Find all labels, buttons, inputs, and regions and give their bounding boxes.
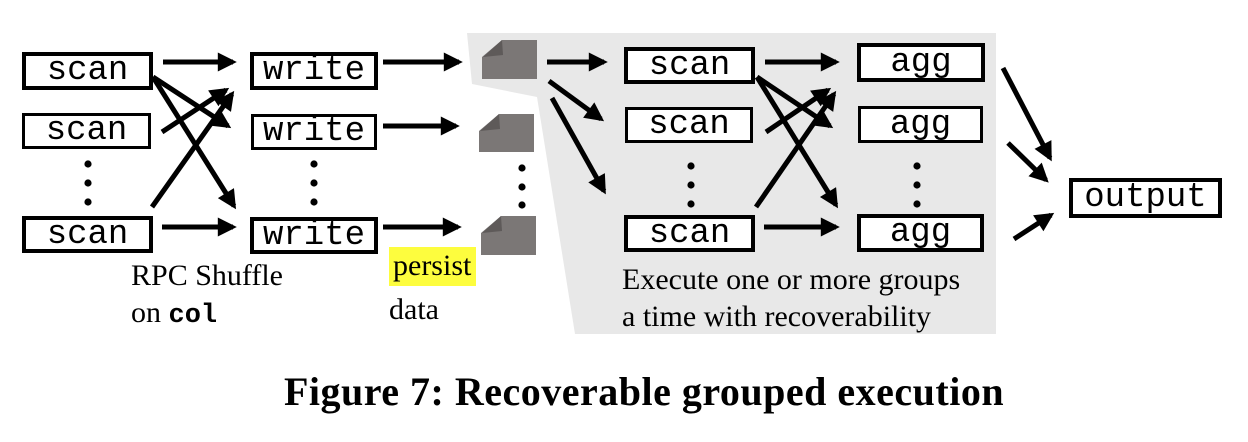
stage2-scan-node-1: scan [624, 47, 755, 84]
arrow-scan3-write1 [149, 90, 235, 209]
arrow-edges [149, 52, 1055, 242]
rpc-shuffle-line2: on col [131, 294, 283, 335]
rpc-shuffle-note: RPC Shuffle on col [131, 257, 283, 335]
group-execution-note: Execute one or more groups a time with r… [622, 261, 960, 335]
persist-note: persist data [389, 247, 477, 328]
agg-node-3: agg [857, 214, 984, 252]
write-node-1: write [250, 52, 378, 90]
arrow-scan2-write1 [160, 87, 230, 135]
arrow-agg3-output [1012, 212, 1055, 242]
arrow-scan3-agg1 [753, 90, 837, 209]
persist-highlight-line: persist [389, 247, 477, 291]
rpc-shuffle-line1: RPC Shuffle [131, 259, 283, 292]
arrow-file1-scan3 [549, 96, 607, 195]
group-note-line1: Execute one or more groups [622, 263, 961, 296]
document-icon [479, 114, 534, 152]
agg-node-1: agg [857, 43, 985, 82]
output-node: output [1069, 178, 1222, 218]
write-node-3: write [250, 217, 378, 254]
arrow-agg1-output [1000, 66, 1053, 162]
persist-highlight-text: persist [389, 247, 477, 286]
stage2-scan-node-2: scan [625, 107, 753, 143]
arrow-file1-scan2 [547, 78, 605, 122]
stage1-scan-node-1: scan [22, 52, 153, 90]
write-node-2: write [251, 114, 377, 150]
figure-caption: Figure 7: Recoverable grouped execution [283, 369, 1005, 414]
stage2-scan-node-3: scan [624, 215, 755, 252]
stage1-scan-node-2: scan [22, 113, 151, 149]
persist-data-text: data [389, 293, 439, 326]
ellipsis-dots [84, 160, 921, 209]
col-code-text: col [168, 301, 218, 331]
rpc-shuffle-on-text: on [131, 296, 161, 329]
arrow-agg2-output [1006, 141, 1049, 183]
document-icon [482, 40, 537, 79]
arrow-scan1-agg3 [754, 75, 839, 209]
agg-node-2: agg [858, 106, 983, 143]
group-note-line2: a time with recoverability [622, 300, 932, 333]
arrow-scan1-write3 [150, 75, 237, 210]
stage1-scan-node-3: scan [22, 216, 153, 253]
document-icon [481, 216, 536, 255]
